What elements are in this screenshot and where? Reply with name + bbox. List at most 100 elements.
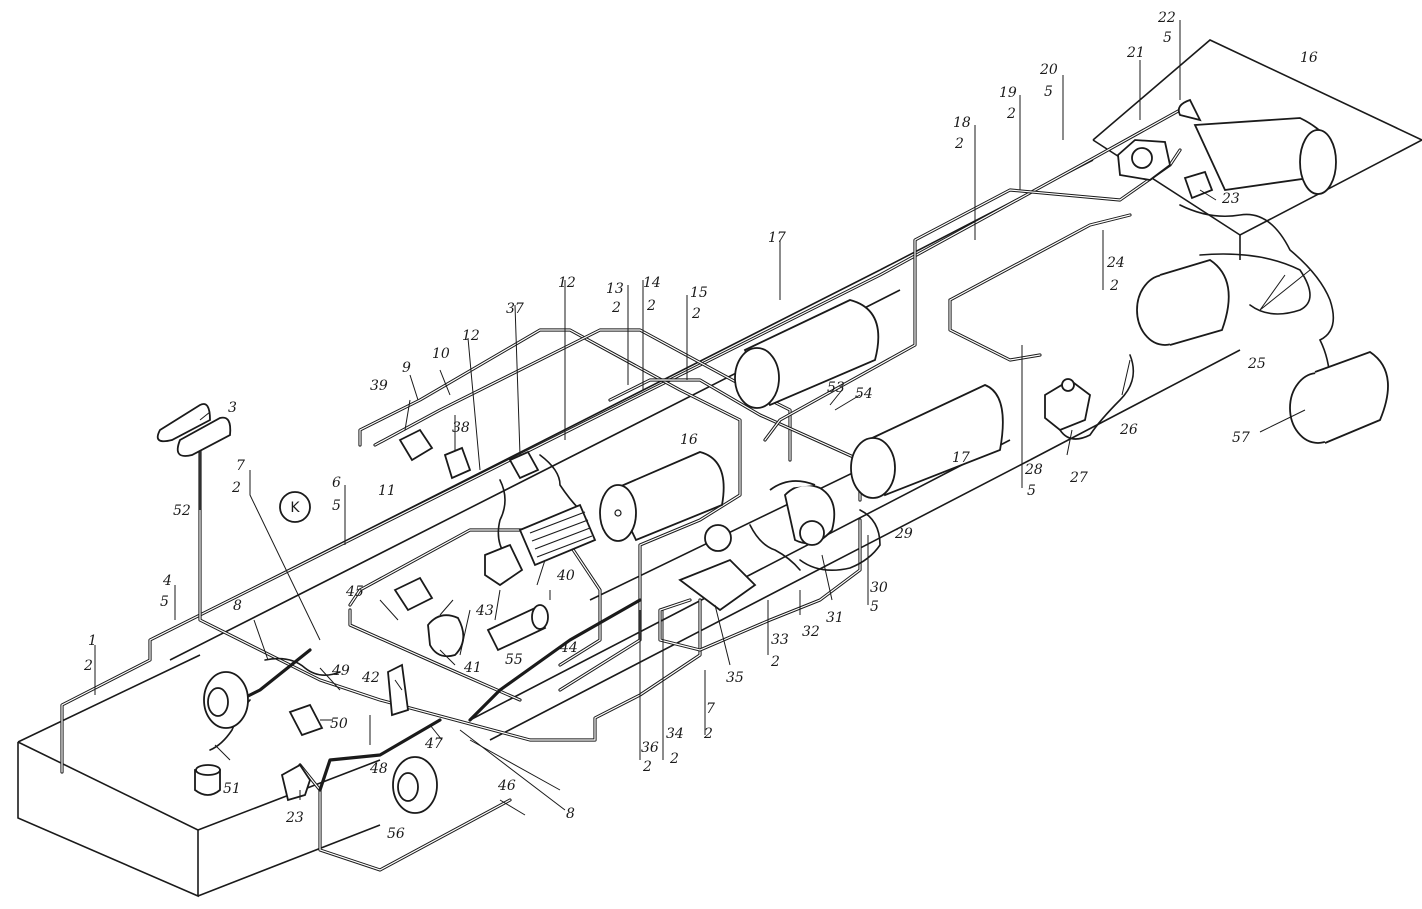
label-19: 19: [999, 85, 1017, 101]
label-15: 15: [690, 285, 708, 301]
label-46: 46: [497, 778, 516, 794]
label-43: 43: [475, 603, 494, 619]
k-marker-label: K: [290, 500, 300, 516]
label-6: 6: [332, 475, 341, 491]
label-19-sub: 2: [1006, 106, 1016, 122]
label-34: 34: [666, 726, 684, 742]
label-21: 21: [1126, 45, 1145, 61]
label-24-sub: 2: [1109, 278, 1119, 294]
label-8-front: 8: [233, 598, 242, 614]
label-12-left: 12: [462, 328, 480, 344]
label-6-sub: 5: [332, 498, 341, 514]
label-28-sub: 5: [1027, 483, 1036, 499]
horn-3: [156, 403, 232, 457]
label-34-sub: 2: [669, 751, 679, 767]
label-49: 49: [331, 663, 350, 679]
label-45: 45: [345, 584, 364, 600]
valve-43: [484, 543, 524, 587]
valve-block-40: [518, 503, 597, 567]
part-number-labels: 1 2 3 4 5 6 5 7 2 8 8 9 10 11 12 12 13 2…: [83, 10, 1318, 842]
label-11: 11: [378, 483, 396, 499]
valve-37: [508, 450, 540, 480]
label-48: 48: [369, 761, 388, 777]
label-7-rear: 7: [706, 701, 715, 717]
valve-21: [1117, 139, 1172, 181]
label-30: 30: [870, 580, 888, 596]
label-38: 38: [452, 420, 470, 436]
label-1-sub: 2: [83, 658, 93, 674]
valve-38: [443, 446, 472, 480]
governor-35: [678, 524, 757, 612]
label-23-rear: 23: [1221, 191, 1240, 207]
label-54: 54: [855, 386, 873, 402]
label-14-sub: 2: [646, 298, 656, 314]
label-40: 40: [556, 568, 575, 584]
label-23-front: 23: [285, 810, 304, 826]
valve-45: [393, 576, 434, 612]
valve-39: [398, 428, 434, 462]
air-receiver-17-lower: [850, 384, 1004, 499]
label-30-sub: 5: [870, 599, 879, 615]
label-24: 24: [1106, 255, 1125, 271]
front-frame-platform: [17, 654, 381, 898]
compressor-31: [769, 480, 836, 546]
label-3: 3: [228, 400, 237, 416]
label-16-rear: 16: [1300, 50, 1318, 66]
valve-27: [1044, 378, 1091, 432]
label-18-sub: 2: [954, 136, 964, 152]
brake-chamber-57-upper: [1136, 259, 1230, 346]
label-leaders: [94, 20, 1311, 816]
label-7-rear-sub: 2: [703, 726, 713, 742]
label-13-sub: 2: [611, 300, 621, 316]
label-39: 39: [370, 378, 388, 394]
label-31: 31: [826, 610, 844, 626]
label-22: 22: [1157, 10, 1176, 26]
valve-23-front: [280, 763, 311, 802]
label-53: 53: [827, 380, 845, 396]
label-32: 32: [802, 624, 820, 640]
label-36-sub: 2: [642, 759, 652, 775]
label-15-sub: 2: [691, 306, 701, 322]
label-8-rear: 8: [566, 806, 575, 822]
valve-23-rear: [1183, 170, 1214, 200]
air-receiver-18-rear: [1177, 98, 1337, 195]
label-55: 55: [505, 652, 523, 668]
label-36: 36: [641, 740, 659, 756]
label-22-sub: 5: [1163, 30, 1172, 46]
label-4: 4: [162, 573, 172, 589]
label-42: 42: [361, 670, 380, 686]
frame-rails: [149, 159, 1241, 741]
brake-chamber-56: [392, 756, 438, 814]
label-7-sub: 2: [231, 480, 241, 496]
label-44: 44: [559, 640, 578, 656]
label-18: 18: [953, 115, 971, 131]
brake-valve-41: [427, 614, 465, 658]
label-41: 41: [463, 660, 482, 676]
label-20-sub: 5: [1044, 84, 1053, 100]
brake-chamber-57-lower: [1289, 350, 1389, 444]
label-57: 57: [1232, 430, 1250, 446]
label-14: 14: [643, 275, 661, 291]
label-12-right: 12: [558, 275, 576, 291]
label-25: 25: [1247, 356, 1266, 372]
label-47: 47: [424, 736, 443, 752]
label-13: 13: [606, 281, 624, 297]
part-51: [194, 764, 221, 796]
label-7: 7: [236, 458, 245, 474]
label-29: 29: [894, 526, 913, 542]
label-35: 35: [726, 670, 744, 686]
label-33: 33: [771, 632, 789, 648]
label-52: 52: [173, 503, 191, 519]
label-17-lower: 17: [952, 450, 970, 466]
label-20: 20: [1039, 62, 1058, 78]
label-1: 1: [88, 633, 97, 649]
label-10: 10: [432, 346, 450, 362]
valve-50: [288, 703, 324, 737]
cylinder-55: [486, 604, 549, 652]
k-marker: K: [279, 491, 311, 523]
label-37: 37: [506, 301, 524, 317]
label-16-front: 16: [680, 432, 698, 448]
label-50: 50: [330, 716, 348, 732]
air-receiver-17-upper: [734, 299, 880, 409]
label-28: 28: [1024, 462, 1043, 478]
